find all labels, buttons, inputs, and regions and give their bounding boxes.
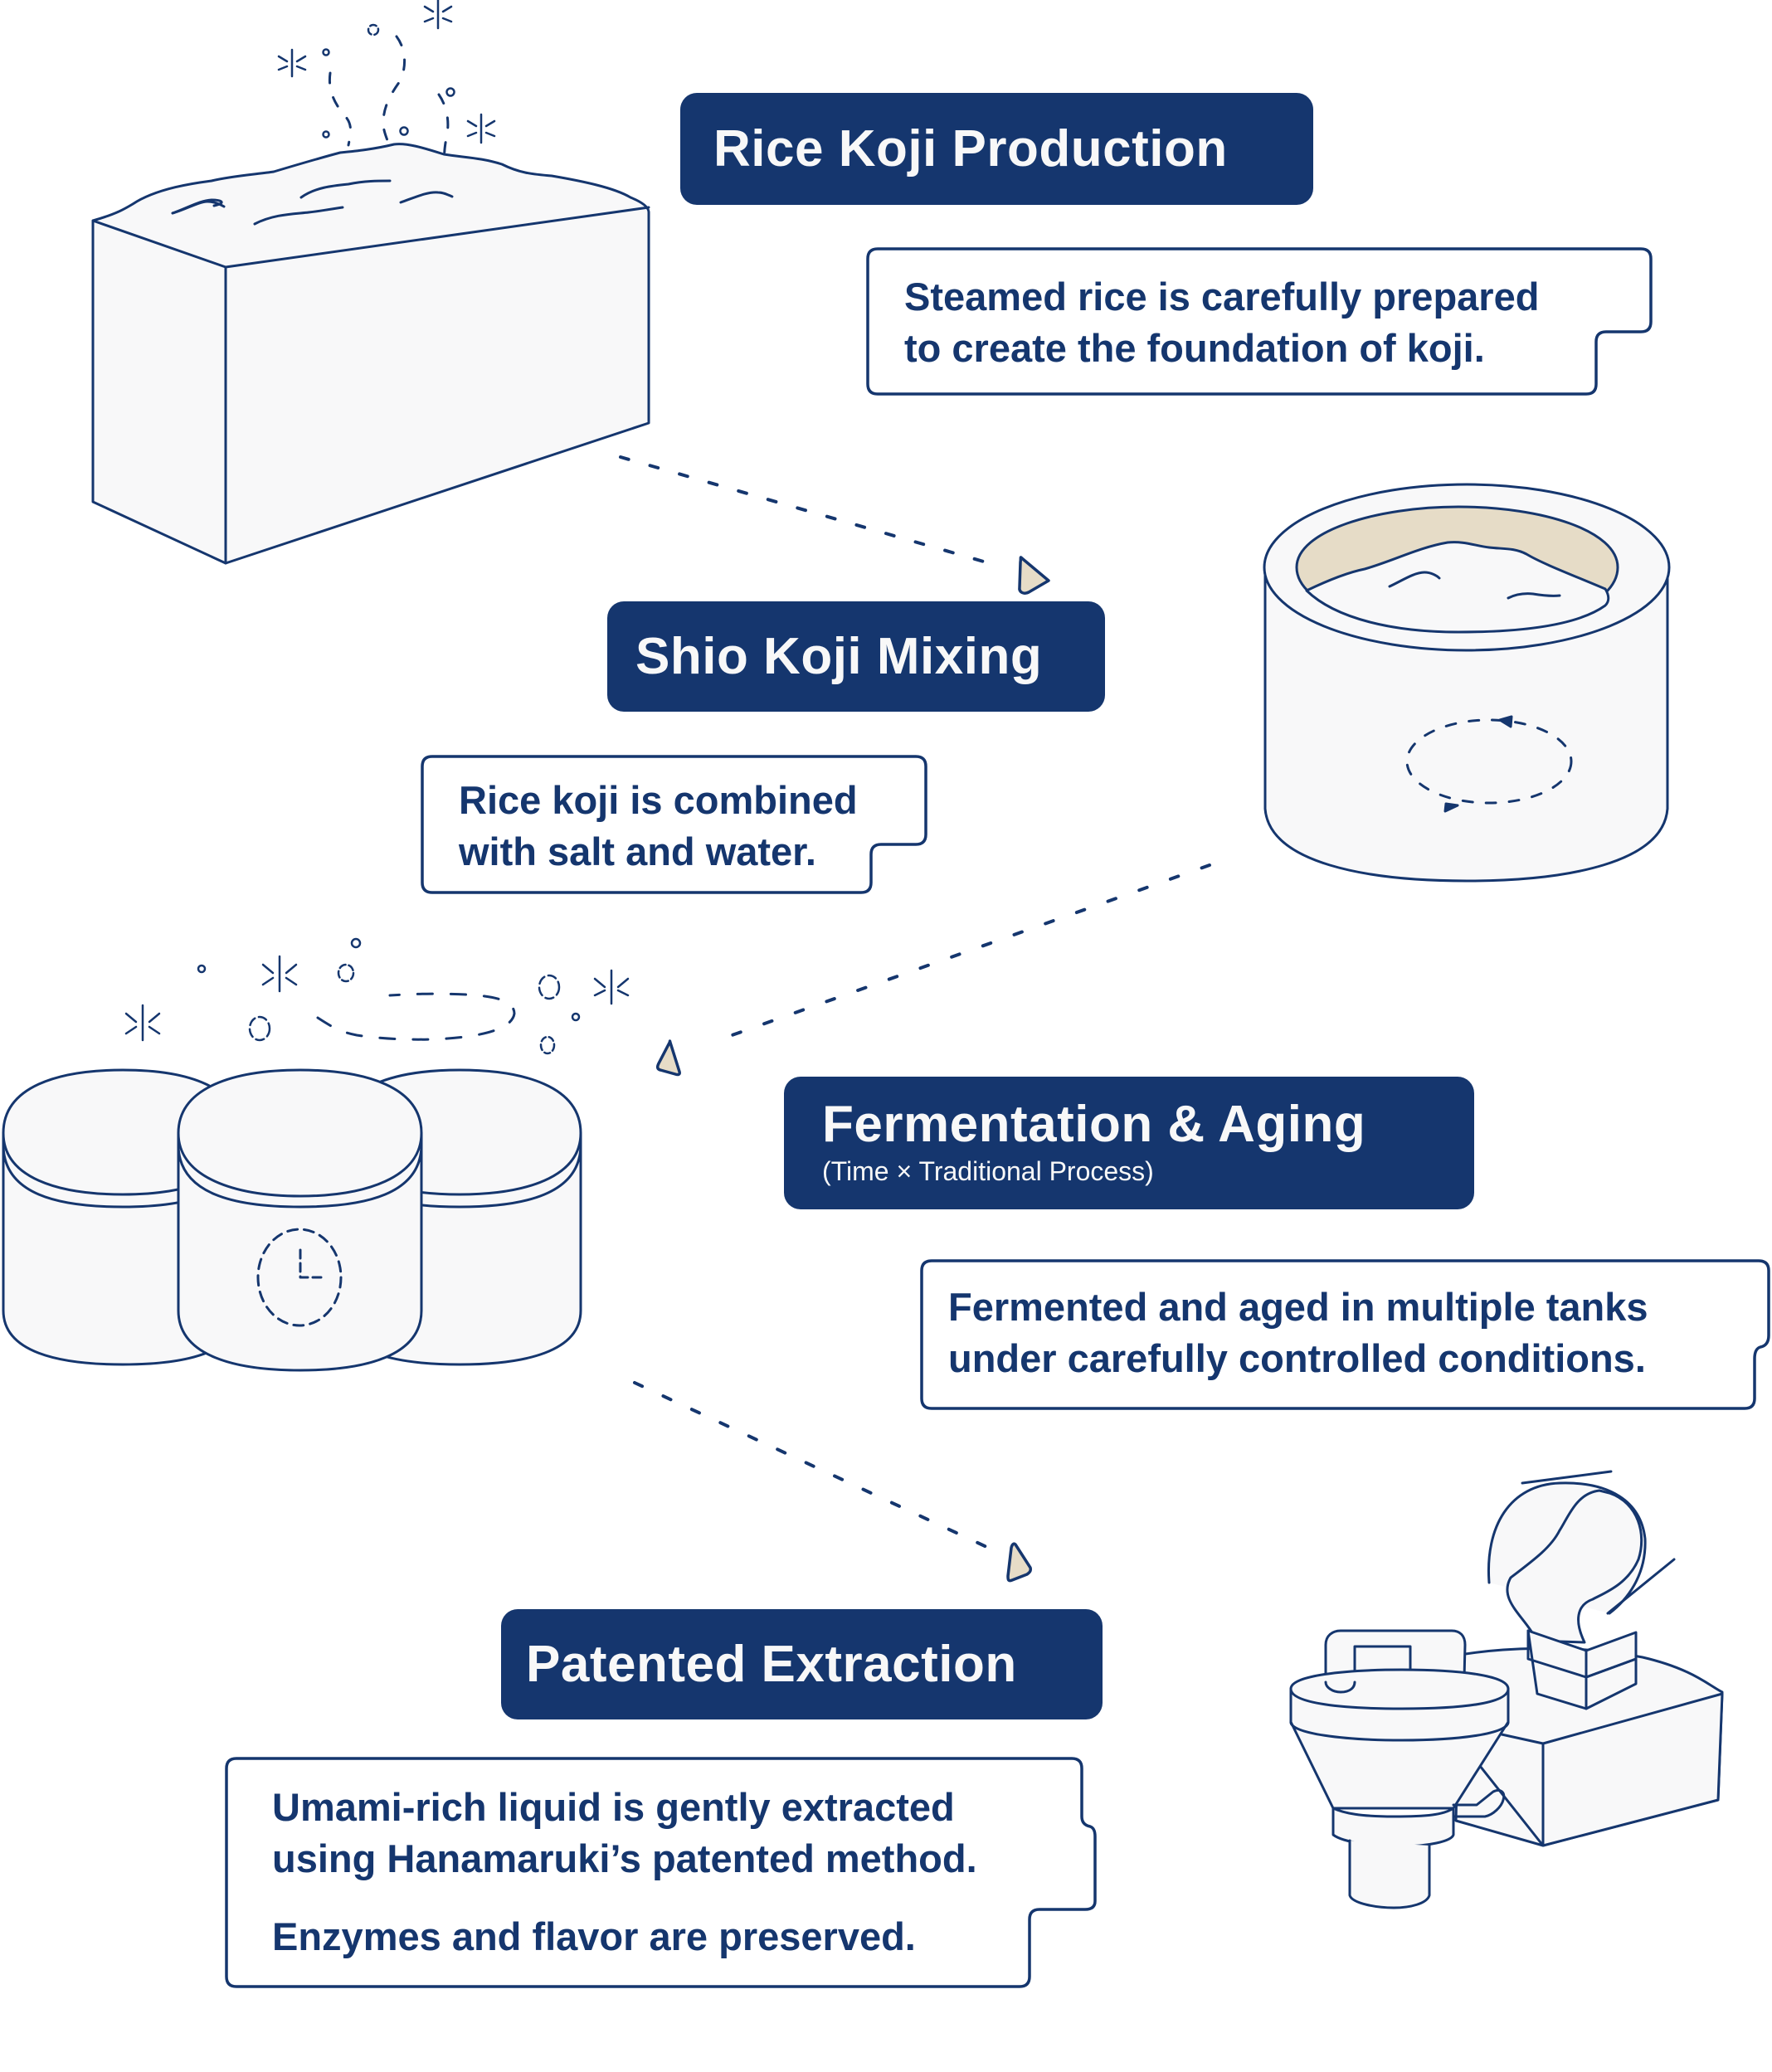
step-title-fermentation-aging: Fermentation & Aging (Time × Traditional… [784,1077,1474,1209]
step-title-text: Patented Extraction [526,1635,1017,1693]
step-title-text: Shio Koji Mixing [635,627,1043,685]
description-line: with salt and water. [459,829,816,873]
connector-arrow-2 [655,863,1211,1077]
rice-bed-box-icon [91,0,650,565]
extraction-machine-icon [1289,1470,1724,1909]
description-extra-line: Enzymes and flavor are preserved. [272,1914,916,1958]
description-line: Umami-rich liquid is gently extracted [272,1785,955,1829]
connector-arrow-3 [633,1381,1032,1583]
description-line: Rice koji is combined [459,778,858,822]
mixing-tub-icon [1263,483,1671,883]
step-description-patented-extraction: Umami-rich liquid is gently extracted us… [272,1782,977,1963]
step-title-text: Fermentation & Aging [822,1096,1366,1154]
step-description-fermentation-aging: Fermented and aged in multiple tanks und… [948,1282,1648,1384]
description-line: to create the foundation of koji. [904,326,1485,370]
step-title-shio-koji-mixing: Shio Koji Mixing [607,601,1105,712]
description-line: using Hanamaruki’s patented method. [272,1836,977,1880]
step-description-shio-koji-mixing: Rice koji is combined with salt and wate… [459,775,858,878]
fermentation-tanks-icon [2,937,630,1372]
step-title-text: Rice Koji Production [713,119,1228,178]
description-line: Steamed rice is carefully prepared [904,275,1540,319]
description-line: under carefully controlled conditions. [948,1336,1646,1380]
connector-arrow-1 [619,455,1050,595]
description-line: Fermented and aged in multiple tanks [948,1285,1648,1329]
step-subtitle-text: (Time × Traditional Process) [822,1156,1154,1187]
step-description-rice-koji-production: Steamed rice is carefully prepared to cr… [904,271,1539,374]
step-title-rice-koji-production: Rice Koji Production [680,93,1313,205]
step-title-patented-extraction: Patented Extraction [501,1609,1103,1719]
